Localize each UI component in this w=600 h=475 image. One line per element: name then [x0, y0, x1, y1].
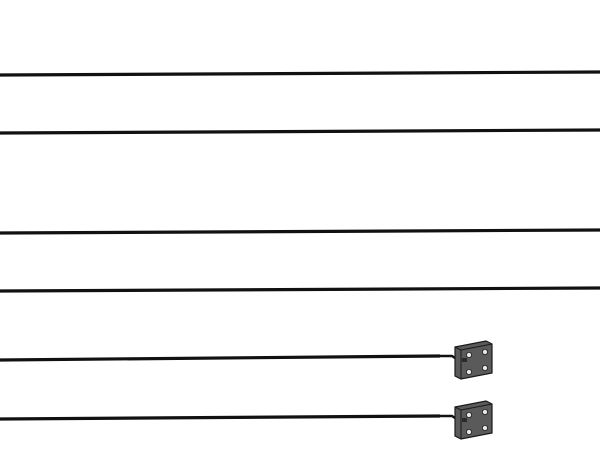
- mounting-bracket-icon: [454, 340, 493, 380]
- cable-with-bracket-1: [0, 340, 493, 380]
- cable-with-bracket-2: [0, 400, 493, 440]
- cable-line-2: [0, 128, 600, 135]
- cable-line-3: [0, 228, 600, 235]
- cable-line-5: [0, 354, 441, 362]
- cable-line-6: [0, 414, 441, 421]
- mounting-bracket-icon: [454, 400, 493, 440]
- cable-line-1: [0, 70, 600, 77]
- cable-line-4: [0, 286, 600, 293]
